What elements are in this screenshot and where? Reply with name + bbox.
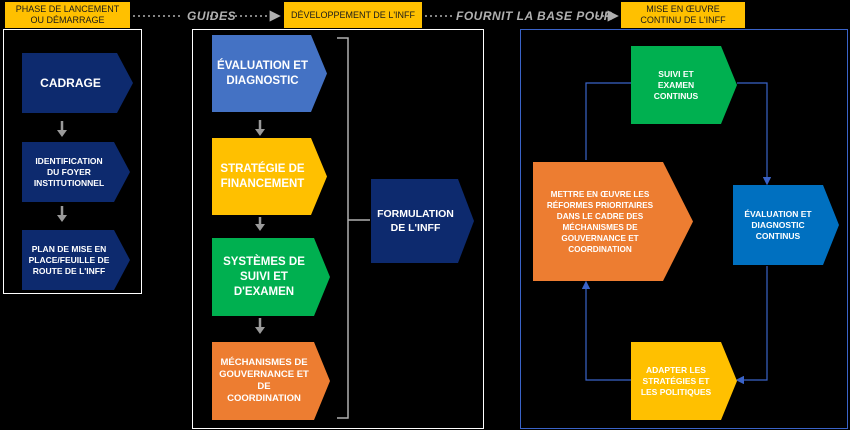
box-plan-mise-en-place: PLAN DE MISE EN PLACE/FEUILLE DE ROUTE D…	[22, 230, 130, 290]
box-formulation-inff: FORMULATION DE L'INFF	[371, 179, 474, 263]
box-strategie-financement: STRATÉGIE DE FINANCEMENT	[212, 138, 327, 215]
frame-phase-lancement	[3, 29, 142, 294]
box-systemes-suivi: SYSTÈMES DE SUIVI ET D'EXAMEN	[212, 238, 330, 316]
box-evaluation-diagnostic-continus: ÉVALUATION ET DIAGNOSTIC CONTINUS	[733, 185, 839, 265]
box-evaluation-diagnostic: ÉVALUATION ET DIAGNOSTIC	[212, 35, 327, 112]
box-identification-foyer: IDENTIFICATION DU FOYER INSTITUTIONNEL	[22, 142, 130, 202]
box-adapter-strategies: ADAPTER LES STRATÉGIES ET LES POLITIQUES	[631, 342, 737, 420]
box-cadrage: CADRAGE	[22, 53, 133, 113]
header-phase-mise-en-oeuvre: MISE EN ŒUVRE CONTINU DE L'INFF	[621, 2, 745, 28]
header-phase-developpement: DÉVELOPPEMENT DE L'INFF	[284, 2, 422, 28]
box-mecanismes-gouvernance: MÉCHANISMES DE GOUVERNANCE ET DE COORDIN…	[212, 342, 330, 420]
frame-phase-mise-en-oeuvre	[520, 29, 848, 429]
frame-phase-developpement	[192, 29, 484, 429]
box-mettre-en-oeuvre: METTRE EN ŒUVRE LES RÉFORMES PRIORITAIRE…	[533, 162, 693, 281]
connector-label-fournit: FOURNIT LA BASE POUR	[456, 9, 613, 23]
box-suivi-examen-continus: SUIVI ET EXAMEN CONTINUS	[631, 46, 737, 124]
header-phase-lancement: PHASE DE LANCEMENT OU DÉMARRAGE	[5, 2, 130, 28]
